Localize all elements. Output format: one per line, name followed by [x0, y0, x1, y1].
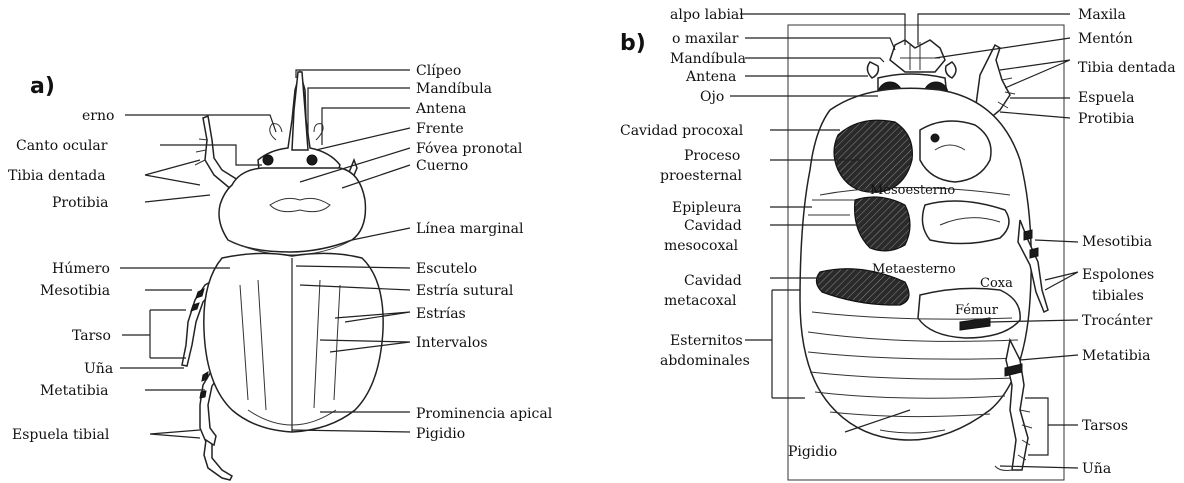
label-escutelo: Escutelo	[416, 261, 477, 277]
label-proceso-2: proesternal	[660, 168, 743, 184]
front-coxa	[920, 121, 991, 182]
label-epipleura: Epipleura	[672, 200, 741, 216]
dorsal-beetle-drawing	[182, 72, 383, 480]
label-estrias: Estrías	[416, 306, 466, 322]
left-front-leg	[203, 116, 238, 190]
label-metatibia-b: Metatibia	[1082, 348, 1150, 364]
label-maxila: Maxila	[1078, 7, 1126, 23]
left-antenna-club	[867, 62, 878, 78]
label-espolones-1: Espolones	[1082, 267, 1154, 283]
label-linea-marginal: Línea marginal	[416, 221, 524, 237]
mid-coxa	[922, 201, 1009, 244]
label-esterno: erno	[82, 108, 114, 124]
label-mesotibia: Mesotibia	[40, 283, 110, 299]
label-espuela-tibial: Espuela tibial	[12, 427, 110, 443]
procoxal-cavity	[834, 120, 912, 192]
label-mandibula: Mandíbula	[416, 81, 492, 97]
label-cuerno: Cuerno	[416, 158, 468, 174]
right-eye	[307, 155, 317, 165]
left-eye	[263, 155, 273, 165]
label-una-b: Uña	[1082, 461, 1111, 477]
label-tibia-dentada-b: Tibia dentada	[1078, 60, 1176, 76]
inner-label-metaesterno: Metaesterno	[872, 262, 956, 277]
label-cavidad-meso-2: mesocoxal	[664, 238, 739, 254]
label-antena: Antena	[415, 101, 466, 117]
label-espuela: Espuela	[1078, 90, 1135, 106]
label-protibia-b: Protibia	[1078, 111, 1134, 127]
label-proceso-1: Proceso	[684, 148, 740, 164]
label-mandibula-b: Mandíbula	[670, 51, 746, 67]
label-intervalos: Intervalos	[416, 335, 488, 351]
label-protibia: Protibia	[52, 195, 108, 211]
right-antenna-club	[946, 62, 956, 78]
label-fovea-pronotal: Fóvea pronotal	[416, 141, 523, 157]
pronotum	[219, 168, 365, 252]
label-pigidio: Pigidio	[416, 426, 465, 442]
label-esternitos-1: Esternitos	[670, 333, 743, 349]
label-esternitos-2: abdominales	[660, 353, 750, 369]
inner-label-femur: Fémur	[955, 303, 999, 318]
label-clipeo: Clípeo	[416, 63, 461, 79]
inner-label-mesoesterno: Mesoesterno	[870, 183, 955, 198]
panel-a-dorsal-view: a)	[8, 63, 553, 480]
label-antena-b: Antena	[685, 69, 736, 85]
label-tarso: Tarso	[72, 328, 111, 344]
label-metatibia: Metatibia	[40, 383, 108, 399]
inner-label-coxa: Coxa	[980, 276, 1013, 291]
label-cavidad-meta-1: Cavidad	[684, 273, 742, 289]
label-palpo-labial: alpo labial	[670, 7, 744, 23]
label-una: Uña	[84, 361, 113, 377]
left-hind-tarsus	[204, 440, 232, 480]
elytra	[204, 253, 383, 432]
label-pigidio-b: Pigidio	[788, 444, 837, 460]
label-ojo: Ojo	[700, 89, 724, 105]
panel-b-tag: b)	[620, 31, 646, 56]
ventral-beetle-drawing	[800, 40, 1048, 471]
label-palpo-maxilar: o maxilar	[672, 31, 739, 47]
dorsal-horn	[292, 72, 308, 150]
label-canto-ocular: Canto ocular	[16, 138, 108, 154]
label-mesotibia-b: Mesotibia	[1082, 234, 1152, 250]
label-trocanter: Trocánter	[1082, 313, 1153, 329]
label-cavidad-procoxal: Cavidad procoxal	[620, 123, 744, 139]
label-tibia-dentada: Tibia dentada	[8, 168, 106, 184]
label-prominencia-apical: Prominencia apical	[416, 406, 553, 422]
panel-b-ventral-view: b)	[620, 7, 1176, 480]
label-cavidad-meta-2: metacoxal	[664, 293, 737, 309]
panel-a-tag: a)	[30, 74, 55, 99]
label-tarsos: Tarsos	[1082, 418, 1128, 434]
label-menton: Mentón	[1078, 31, 1133, 47]
label-estria-sutural: Estría sutural	[416, 283, 514, 299]
label-frente: Frente	[416, 121, 464, 137]
label-cavidad-meso-1: Cavidad	[684, 218, 742, 234]
label-humero: Húmero	[52, 261, 110, 277]
label-espolones-2: tibiales	[1092, 288, 1144, 304]
